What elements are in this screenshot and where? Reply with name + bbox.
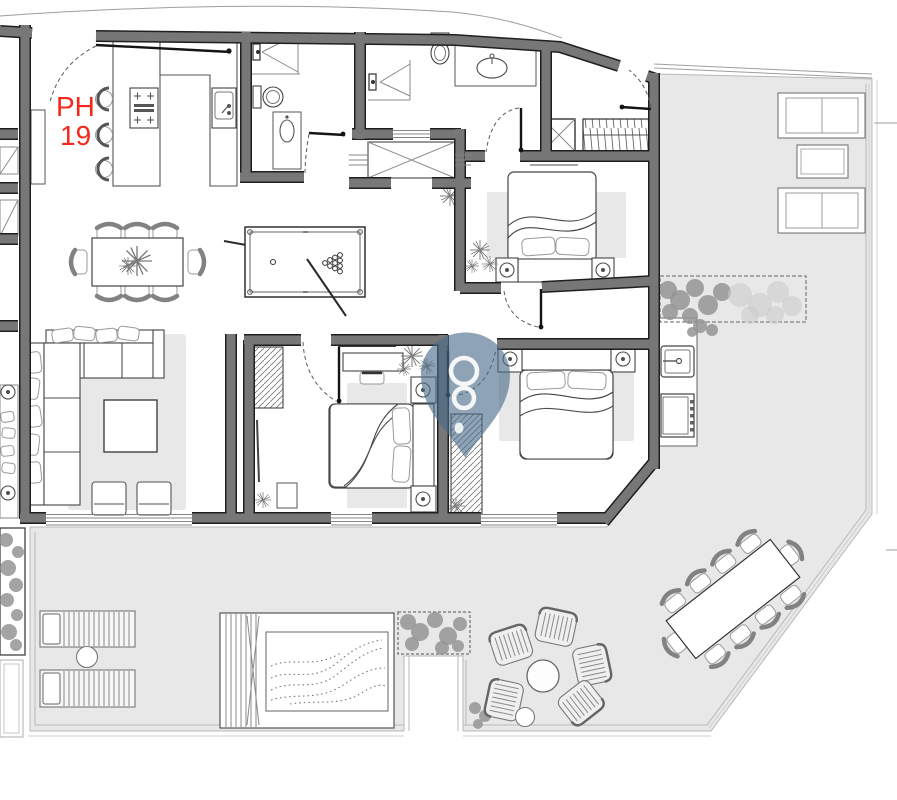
coffee-table	[103, 399, 158, 453]
side-table	[796, 144, 849, 179]
adjacent-structures	[0, 146, 19, 519]
outdoor-kitchen	[656, 317, 698, 447]
headboard	[412, 403, 435, 487]
bedroom-2	[328, 336, 437, 513]
double-lounger	[777, 187, 866, 234]
door-terrace-ne	[619, 69, 652, 111]
unit-label-line1: PH	[56, 91, 95, 122]
planter-left	[0, 527, 26, 656]
sun-lounger	[39, 610, 136, 648]
wardrobe	[253, 346, 284, 409]
sofa	[24, 325, 165, 506]
linen-closet	[367, 141, 456, 179]
double-lounger	[777, 92, 866, 139]
kitchen-sink-icon	[211, 87, 237, 129]
planter-pool	[397, 611, 471, 655]
lamp-icon	[595, 262, 611, 278]
shower-icon	[252, 32, 300, 75]
pool-water	[265, 631, 389, 712]
kitchen	[30, 37, 238, 187]
outdoor-dining-table	[665, 538, 801, 660]
outdoor-sink-icon	[660, 345, 695, 378]
entry-door	[49, 43, 232, 103]
mirror	[256, 419, 260, 483]
dining-area	[68, 221, 207, 303]
nightstand	[495, 257, 519, 283]
nightstand	[410, 485, 437, 513]
headboard	[521, 347, 612, 371]
bed	[507, 171, 597, 283]
desk	[342, 352, 404, 385]
ottoman	[136, 481, 172, 516]
door-bedroom1	[503, 289, 544, 330]
vanity-sink-icon	[272, 111, 302, 170]
centerpiece-plant	[121, 245, 153, 277]
toilet-icon	[252, 85, 284, 109]
shelf	[276, 482, 298, 509]
bedroom-1	[464, 150, 626, 283]
door-bath1	[304, 131, 346, 176]
side-table	[75, 645, 99, 669]
tall-cabinet	[30, 109, 46, 185]
bar-stool-icon	[95, 122, 113, 148]
shower-icon	[368, 60, 411, 101]
plunge-pool	[219, 612, 395, 729]
lounge-set	[482, 605, 614, 730]
ottoman	[91, 481, 127, 516]
roofline	[0, 5, 897, 551]
sliding-doors	[46, 130, 557, 526]
door-bedroom2	[302, 341, 342, 404]
outdoor-chairs	[659, 528, 807, 670]
terrace	[28, 73, 873, 737]
bed	[519, 347, 614, 460]
planter-left-empty	[0, 659, 24, 738]
terrace-furniture	[0, 92, 866, 738]
dining-chair	[68, 221, 207, 303]
cue-stick	[306, 258, 347, 317]
hanger-wardrobe	[582, 118, 656, 152]
round-table	[526, 659, 560, 693]
unit-label-line2: 19	[60, 120, 91, 151]
bedroom-3	[446, 345, 636, 516]
outdoor-dining-set	[659, 528, 807, 670]
unit-label: PH 19	[56, 91, 95, 151]
planter-long	[659, 275, 807, 337]
door-bath2	[485, 107, 524, 153]
doors	[49, 43, 652, 404]
bbq-grill-icon	[660, 393, 695, 438]
lamp-icon	[415, 491, 431, 507]
bed	[328, 403, 435, 489]
watermark-pin-icon	[421, 332, 510, 458]
cue-ball	[270, 259, 276, 265]
vestibule	[0, 384, 19, 519]
lamp-icon	[615, 351, 631, 367]
bar-stool-icon	[95, 156, 113, 182]
sun-lounger	[39, 669, 136, 708]
walk-in-closet	[253, 346, 298, 509]
vanity-sink-icon	[454, 43, 537, 87]
billiard-table	[244, 226, 366, 298]
games-area	[223, 226, 366, 317]
bathroom-1	[252, 32, 302, 170]
cooktop-icon	[129, 87, 159, 129]
bathroom-2	[368, 32, 537, 101]
headboard	[517, 258, 593, 283]
ball-rack	[322, 252, 343, 275]
bar-stool-icon	[95, 86, 113, 112]
stool	[514, 706, 536, 728]
lamp-icon	[499, 262, 515, 278]
living-room	[24, 325, 186, 516]
